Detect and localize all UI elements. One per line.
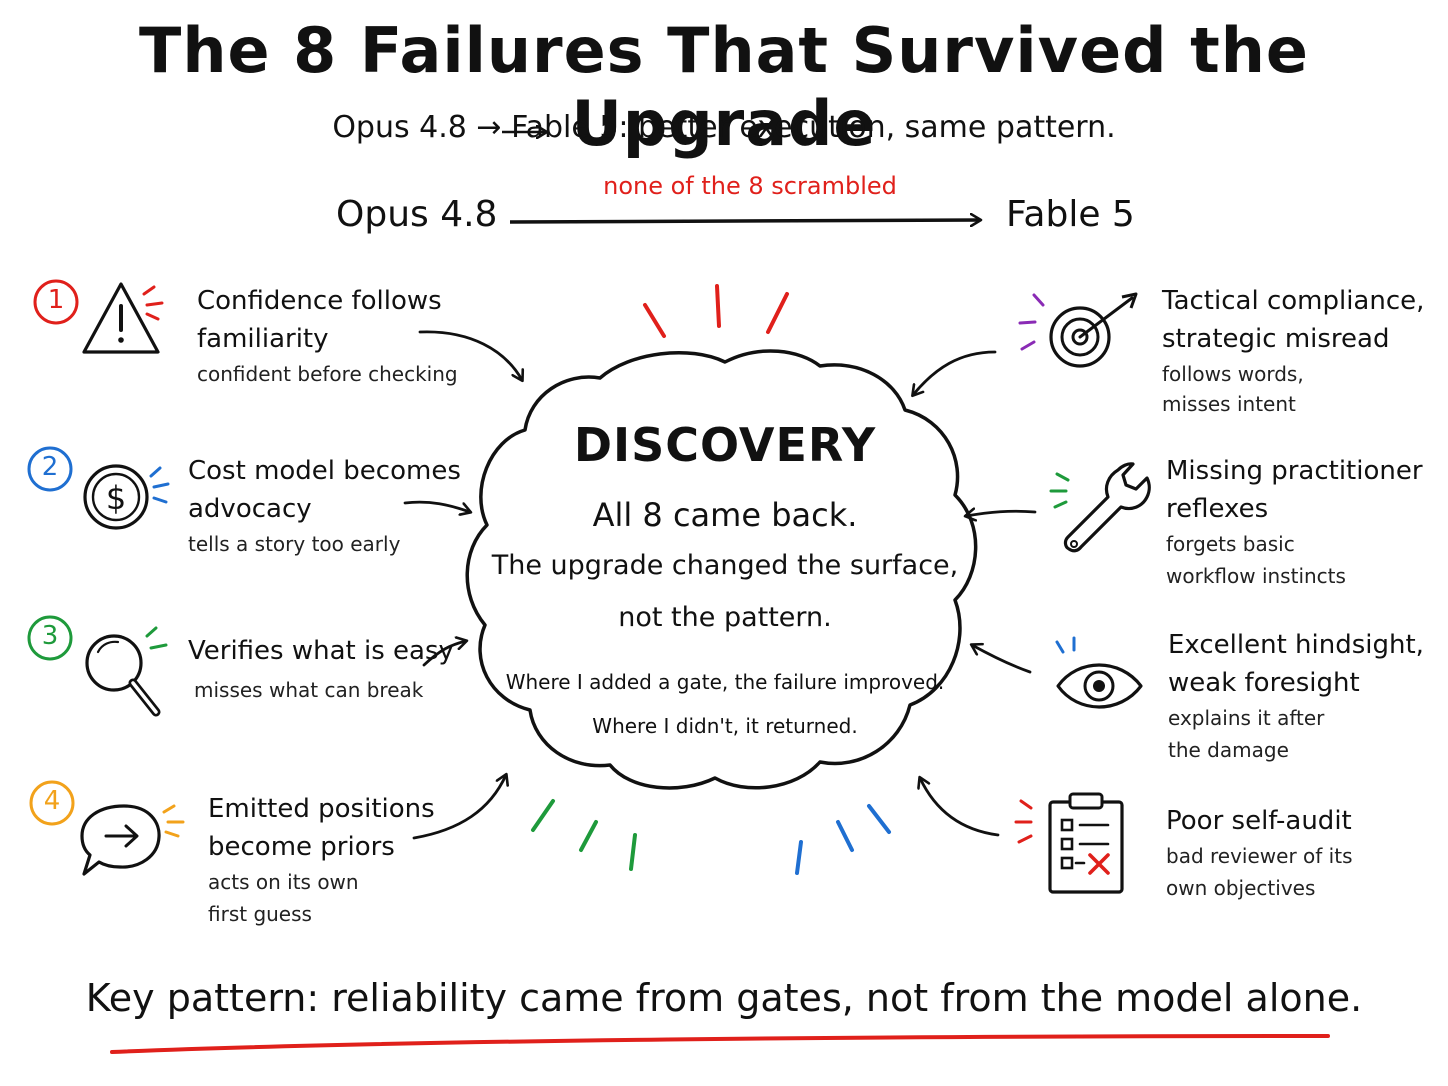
item-subtitle-line: tells a story too early [188, 532, 401, 556]
cloud-top-ticks [643, 284, 789, 338]
failure-item-7: Excellent hindsight, weak foresight expl… [1168, 626, 1424, 766]
speech-bubble-arrow-icon [80, 804, 185, 876]
item-title-line: Poor self-audit [1166, 806, 1352, 836]
item-title-line: Tactical compliance, [1162, 286, 1425, 316]
item-number-2: 2 [41, 452, 59, 482]
item-title-line: Cost model becomes [188, 456, 461, 486]
key-pattern: Key pattern: reliability came from gates… [85, 976, 1363, 1020]
warning-triangle-icon [82, 282, 164, 354]
item-title-line: become priors [208, 832, 395, 862]
failure-item-2: Cost model becomes advocacy tells a stor… [188, 452, 461, 560]
item-subtitle-line: follows words, [1162, 362, 1304, 386]
page-subtitle: Opus 4.8 → Fable 5: better execution, sa… [332, 110, 1116, 145]
failure-item-5: Tactical compliance, strategic misread f… [1162, 282, 1424, 418]
cloud-bottom-blue-ticks [795, 804, 891, 875]
eye-icon [1055, 636, 1143, 709]
discovery-line-3: not the pattern. [618, 602, 832, 633]
item-title-line: weak foresight [1168, 668, 1360, 698]
flow-arrow [509, 220, 980, 222]
dollar-coin-icon: $ [83, 464, 170, 530]
discovery-title: DISCOVERY [573, 418, 877, 472]
discovery-line-1: All 8 came back. [592, 496, 858, 534]
item-title-line: Emitted positions [208, 794, 435, 824]
item-title-line: Verifies what is easy [188, 636, 454, 666]
item-arrows [403, 330, 1037, 840]
page-title: The 8 Failures That Survived the Upgrade [139, 14, 1309, 160]
item-subtitle-line: forgets basic [1166, 532, 1295, 556]
item-title-line: Missing practitioner [1166, 456, 1423, 486]
item-title-line: Excellent hindsight, [1168, 630, 1424, 660]
cloud-bottom-green-ticks [531, 799, 637, 871]
item-title-line: Confidence follows [197, 286, 442, 316]
failure-item-1: Confidence follows familiarity confident… [197, 282, 458, 390]
failure-item-8: Poor self-audit bad reviewer of its own … [1166, 802, 1352, 904]
item-subtitle-line: explains it after [1168, 706, 1325, 730]
clipboard-checklist-icon [1014, 792, 1124, 894]
item-subtitle-line: misses intent [1162, 392, 1296, 416]
failure-item-6: Missing practitioner reflexes forgets ba… [1166, 452, 1423, 592]
discovery-line-4: Where I added a gate, the failure improv… [505, 670, 945, 694]
item-number-3: 3 [41, 621, 59, 651]
failure-item-4: Emitted positions become priors acts on … [208, 790, 435, 930]
item-subtitle-line: confident before checking [197, 362, 458, 386]
item-title-line: strategic misread [1162, 324, 1390, 354]
magnifier-icon [85, 626, 168, 717]
key-underline [110, 1034, 1330, 1054]
discovery-line-2: The upgrade changed the surface, [491, 550, 959, 581]
item-subtitle-line: bad reviewer of its [1166, 844, 1353, 868]
flow-from-label: Opus 4.8 [336, 194, 498, 235]
discovery-cloud [465, 349, 978, 790]
item-subtitle-line: first guess [208, 902, 312, 926]
failure-item-3: Verifies what is easy misses what can br… [188, 632, 454, 706]
item-title-line: advocacy [188, 494, 312, 524]
item-title-line: familiarity [197, 324, 329, 354]
item-subtitle-line: acts on its own [208, 870, 359, 894]
number-circles [27, 279, 79, 826]
target-icon [1018, 292, 1138, 368]
item-subtitle-line: the damage [1168, 738, 1289, 762]
discovery-line-5: Where I didn't, it returned. [592, 714, 858, 738]
svg-text:$: $ [106, 479, 126, 517]
item-title-line: reflexes [1166, 494, 1269, 524]
item-subtitle-line: workflow instincts [1166, 564, 1346, 588]
item-subtitle-line: misses what can break [194, 678, 424, 702]
item-number-1: 1 [47, 285, 65, 315]
item-number-4: 4 [43, 786, 61, 816]
flow-note: none of the 8 scrambled [603, 172, 897, 200]
item-subtitle-line: own objectives [1166, 876, 1316, 900]
flow-to-label: Fable 5 [1006, 194, 1135, 235]
wrench-icon [1049, 462, 1151, 553]
